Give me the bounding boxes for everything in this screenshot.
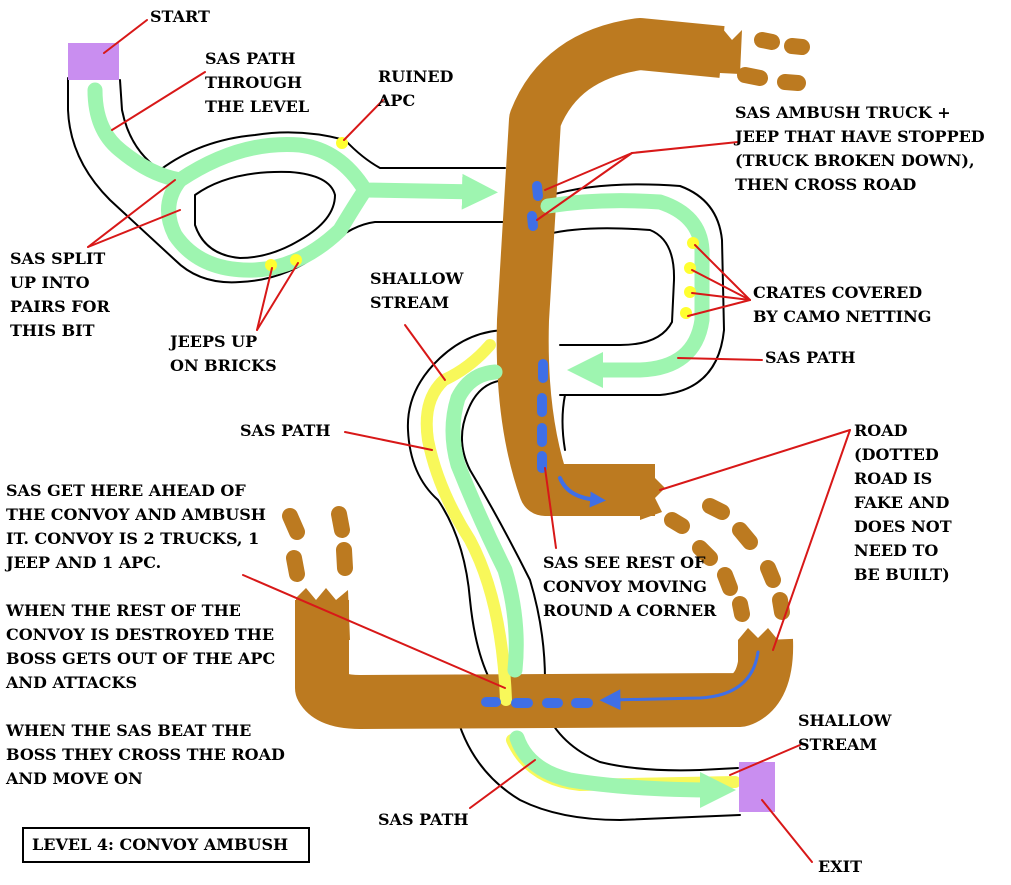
crate-marker-3 xyxy=(684,286,696,298)
start-label: START xyxy=(150,7,210,26)
crates-label: CRATES COVERED BY CAMO NETTING xyxy=(753,283,932,326)
road-left-jagged-end xyxy=(296,588,350,640)
sas-path-bottom-label: SAS PATH xyxy=(378,810,469,829)
crate-marker-4 xyxy=(680,307,692,319)
road-right-jagged-end xyxy=(738,628,778,665)
sas-path-mid-label: SAS PATH xyxy=(240,421,331,440)
ambush-truck-label: SAS AMBUSH TRUCK + JEEP THAT HAVE STOPPE… xyxy=(735,103,985,194)
fake-road-dashes xyxy=(282,32,810,622)
shallow-stream-bottom-label: SHALLOW STREAM xyxy=(798,711,892,754)
sas-path-right-label: SAS PATH xyxy=(765,348,856,367)
sas-path xyxy=(87,82,737,808)
road-top-jagged-end xyxy=(700,28,742,74)
road-label: ROAD (DOTTED ROAD IS FAKE AND DOES NOT N… xyxy=(854,421,952,584)
shallow-stream-top-label: SHALLOW STREAM xyxy=(370,269,464,312)
ambush-info-text: SAS GET HERE AHEAD OF THE CONVOY AND AMB… xyxy=(6,481,285,788)
exit-label: EXIT xyxy=(818,857,862,876)
jeep-marker-2 xyxy=(290,254,302,266)
sas-path-through-label: SAS PATH THROUGH THE LEVEL xyxy=(205,49,310,116)
jeep-marker-1 xyxy=(265,259,277,271)
sas-see-label: SAS SEE REST OF CONVOY MOVING ROUND A CO… xyxy=(543,553,717,620)
title-box: LEVEL 4: CONVOY AMBUSH xyxy=(22,827,310,863)
sas-split-label: SAS SPLIT UP INTO PAIRS FOR THIS BIT xyxy=(10,249,110,340)
level-title: LEVEL 4: CONVOY AMBUSH xyxy=(32,835,289,854)
convoy-vehicles xyxy=(481,181,760,711)
ruined-apc-label: RUINED APC xyxy=(378,67,454,110)
jeeps-label: JEEPS UP ON BRICKS xyxy=(170,332,277,375)
annotation-pointers xyxy=(87,19,851,863)
road-top-vertical xyxy=(496,18,725,516)
exit-zone xyxy=(739,762,775,812)
road-mid-jagged-end xyxy=(640,468,665,520)
